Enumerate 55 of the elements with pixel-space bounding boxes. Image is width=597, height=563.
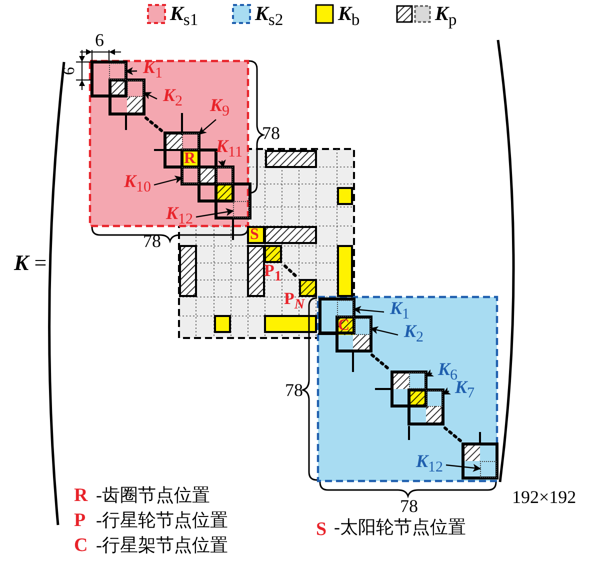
key-text: -齿圈节点位置 [96,486,210,504]
dimension-label: 78 [400,497,418,515]
position-letter: S [250,227,259,243]
stiffness-label: K$_{2}$ [163,86,183,110]
dimension-label: 6 [95,31,104,49]
leader-arrow [446,464,481,472]
matrix-cell [409,372,426,389]
legend-label: K$_{p}$ [435,4,457,29]
stiffness-label: K$_{9}$ [210,96,230,120]
matrix-cell [337,300,354,317]
key-text: -行星架节点位置 [96,536,228,554]
key-letter: S [316,520,327,539]
leader-arrow [143,92,158,100]
stiffness-label: K$_{2}$ [404,322,424,346]
stiffness-label: K$_{10}$ [124,172,152,196]
matrix-cell [233,201,250,218]
stiffness-label: K$_{6}$ [438,360,458,384]
stiffness-label: K$_{7}$ [455,378,475,402]
dimension-label: 78 [143,232,161,250]
matrix-cell [127,80,144,97]
key-letter: R [74,486,88,505]
matrix-cell [354,318,371,335]
matrix-cell [216,167,233,184]
stiffness-label: K$_{1}$ [390,299,410,323]
stiffness-label: K$_{1}$ [143,58,163,82]
matrix-size-label: 192×192 [512,488,576,506]
legend-label: K$_{s2}$ [255,4,284,29]
legend-label: K$_{s1}$ [170,4,198,29]
dimension-label: 78 [262,124,280,142]
dimension-label: 78 [285,381,303,399]
leader-arrow [125,67,138,76]
key-letter: C [74,536,88,555]
leader-arrow [196,208,234,218]
position-letter: P$_{N}$ [284,290,305,312]
key-letter: P [74,511,86,530]
leader-arrow [154,176,183,186]
matrix-cell [426,390,443,407]
position-letter: R [184,151,196,167]
matrix-cell [182,133,199,150]
leader-arrow [442,387,452,395]
matrix-symbol: K = [14,252,47,274]
matrix-cell [182,167,199,184]
legend-label: K$_{b}$ [338,4,360,29]
leader-arrow [353,306,384,314]
matrix-cell [480,461,497,478]
stiffness-label: K$_{12}$ [416,452,444,476]
leader-arrow [425,369,434,377]
matrix-cell [109,63,126,80]
leader-arrow [198,119,216,135]
key-text: -行星轮节点位置 [96,511,228,529]
stiffness-label: K$_{12}$ [166,204,194,228]
leader-arrow [218,159,226,168]
leader-arrow [370,326,398,336]
stiffness-label: K$_{11}$ [216,137,242,161]
key-text: -太阳轮节点位置 [334,518,466,536]
